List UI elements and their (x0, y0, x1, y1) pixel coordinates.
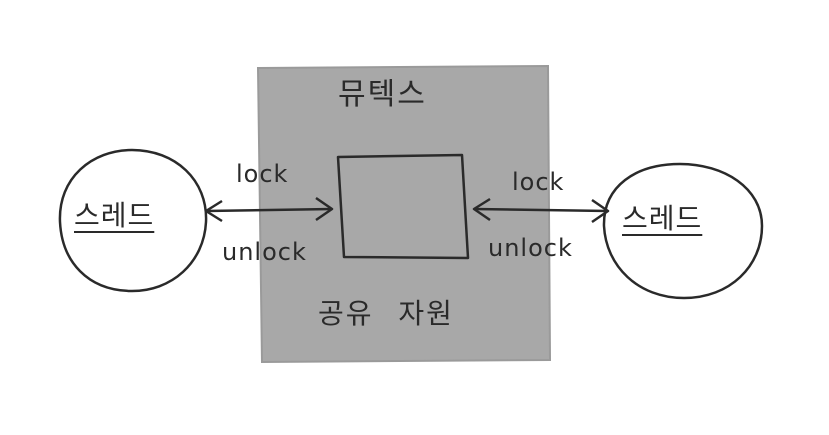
right-thread-label: 스레드 (622, 202, 703, 235)
left-arrowhead-mutex (315, 196, 334, 222)
mutex-box (256, 64, 552, 364)
shared-resource-label: 공유 자원 (318, 297, 454, 330)
shared-resource-box (336, 153, 470, 260)
left-arrowhead-thread (204, 199, 223, 223)
left-thread-label: 스레드 (74, 199, 155, 232)
right-arrowhead-mutex (472, 197, 491, 222)
right-thread-circle (602, 162, 764, 300)
left-unlock-label: unlock (222, 238, 307, 266)
mutex-title: 뮤텍스 (338, 77, 427, 112)
right-unlock-label: unlock (488, 234, 573, 262)
right-lock-label: lock (512, 168, 565, 196)
left-arrow (205, 207, 333, 213)
left-lock-label: lock (236, 160, 289, 188)
right-arrow (473, 207, 609, 213)
left-thread-circle (58, 148, 208, 293)
right-arrowhead-thread (591, 198, 610, 224)
